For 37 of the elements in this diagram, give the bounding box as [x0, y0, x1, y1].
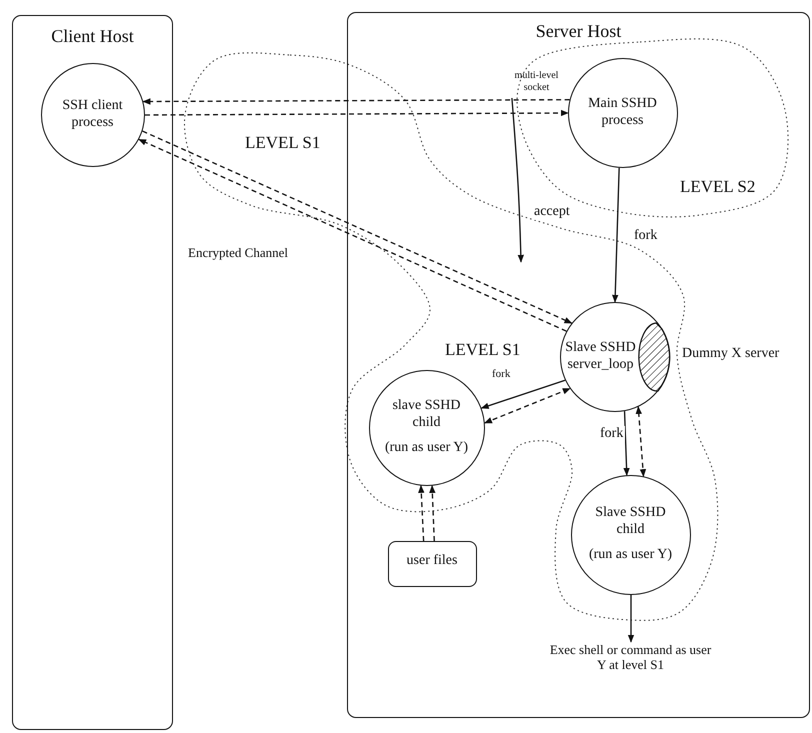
arrow [145, 110, 569, 116]
level-label: LEVEL S1 [245, 133, 320, 153]
arrow [628, 595, 634, 643]
note-text: multi-level socket [514, 70, 560, 94]
level-label: LEVEL S1 [445, 340, 520, 360]
arrow [612, 168, 620, 303]
process-label: Slave SSHD child [594, 505, 667, 539]
arrow [480, 380, 566, 409]
arrow [623, 411, 630, 476]
process-circle [570, 474, 690, 594]
arrow [511, 98, 524, 263]
file-box [388, 540, 476, 586]
arrow [418, 484, 424, 542]
process-circle [368, 370, 484, 486]
process-circle [568, 58, 678, 168]
process-label: Main SSHD process [587, 96, 658, 130]
process-circle [40, 62, 144, 166]
arrow [429, 484, 436, 542]
process-label: (run as user Y) [384, 440, 470, 457]
arrow [142, 98, 570, 105]
side-caption: Dummy X server [682, 346, 780, 362]
process-label: SSH client process [61, 98, 124, 132]
level-label: LEVEL S2 [680, 177, 756, 197]
host-title: Server Host [534, 21, 622, 43]
note-text: Exec shell or command as user Y at level S1 [550, 642, 712, 673]
arrow [484, 388, 571, 424]
process-label: slave SSHD child [391, 398, 462, 432]
edge-label: accept [532, 204, 572, 220]
arrow [636, 406, 646, 478]
host-box [12, 15, 173, 730]
edge-label: fork [490, 368, 512, 380]
process-label: (run as user Y) [588, 546, 674, 564]
edge-label: fork [598, 426, 626, 442]
channel-label: Encrypted Channel [188, 245, 288, 261]
process-label: Slave SSHD server_loop [564, 340, 637, 374]
host-title: Client Host [50, 26, 135, 48]
file-label: user files [406, 553, 458, 570]
